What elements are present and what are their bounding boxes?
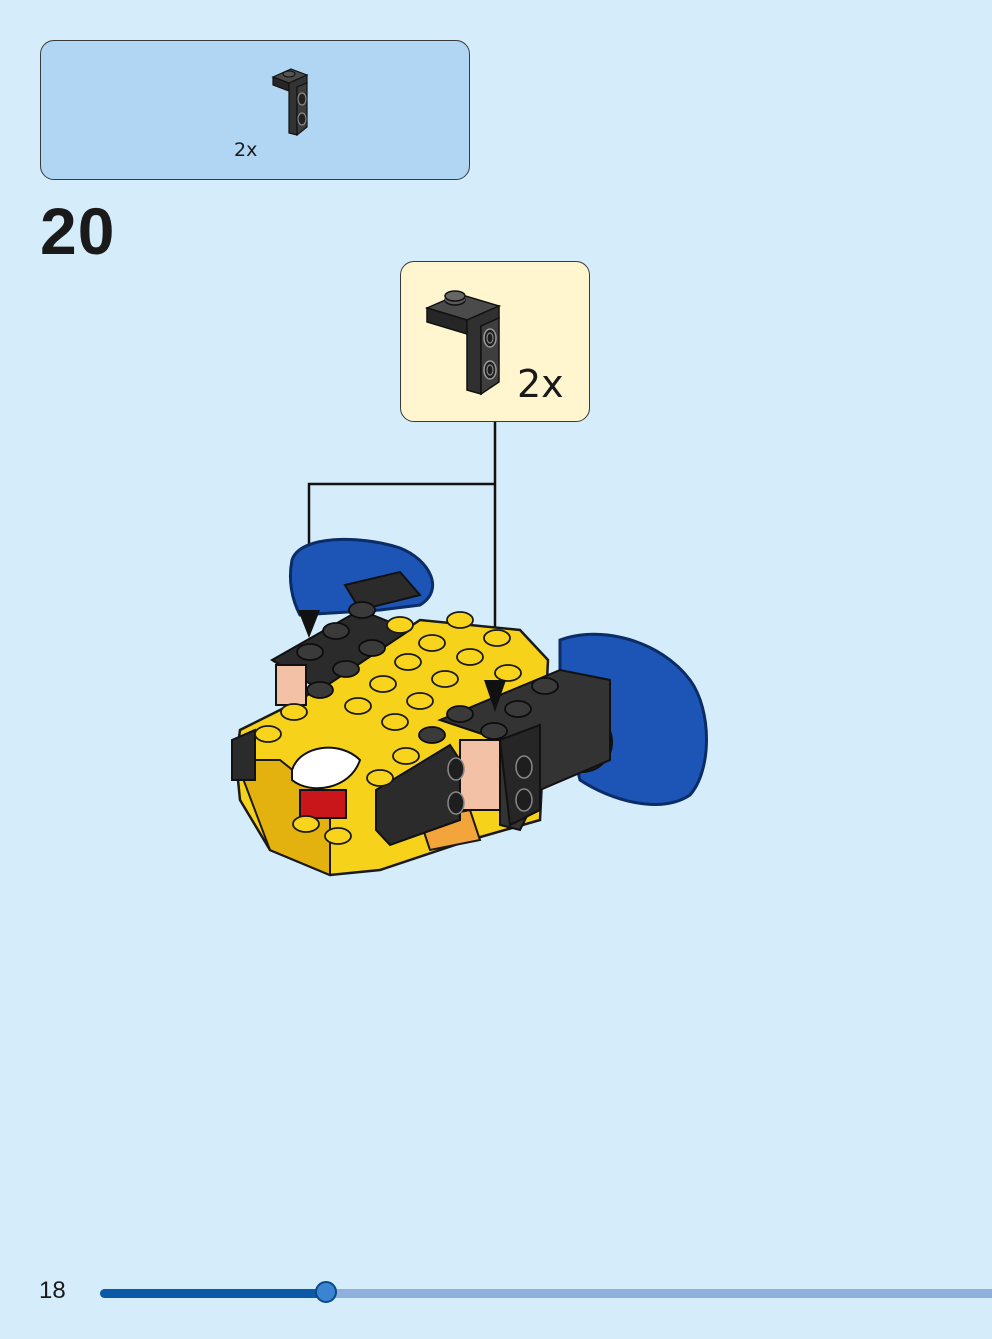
parts-count-label: 2x xyxy=(234,139,258,161)
bracket-piece-icon xyxy=(271,68,309,137)
page-number: 18 xyxy=(39,1277,66,1304)
callout-count-label: 2x xyxy=(517,362,564,406)
arrow-heads xyxy=(298,610,506,712)
step-number: 20 xyxy=(40,194,116,268)
sub-assembly-callout: 2x xyxy=(400,261,590,422)
red-mouth xyxy=(299,789,347,819)
black-studs xyxy=(296,601,559,744)
bracket-piece-icon xyxy=(425,290,502,396)
yellow-studs xyxy=(254,611,522,845)
progress-bar xyxy=(100,1281,992,1303)
parts-list-panel: 2x xyxy=(40,40,470,180)
white-eye xyxy=(291,746,362,790)
progress-marker xyxy=(314,1281,337,1303)
progress-fill xyxy=(100,1289,326,1298)
black-front-plate xyxy=(375,743,461,847)
